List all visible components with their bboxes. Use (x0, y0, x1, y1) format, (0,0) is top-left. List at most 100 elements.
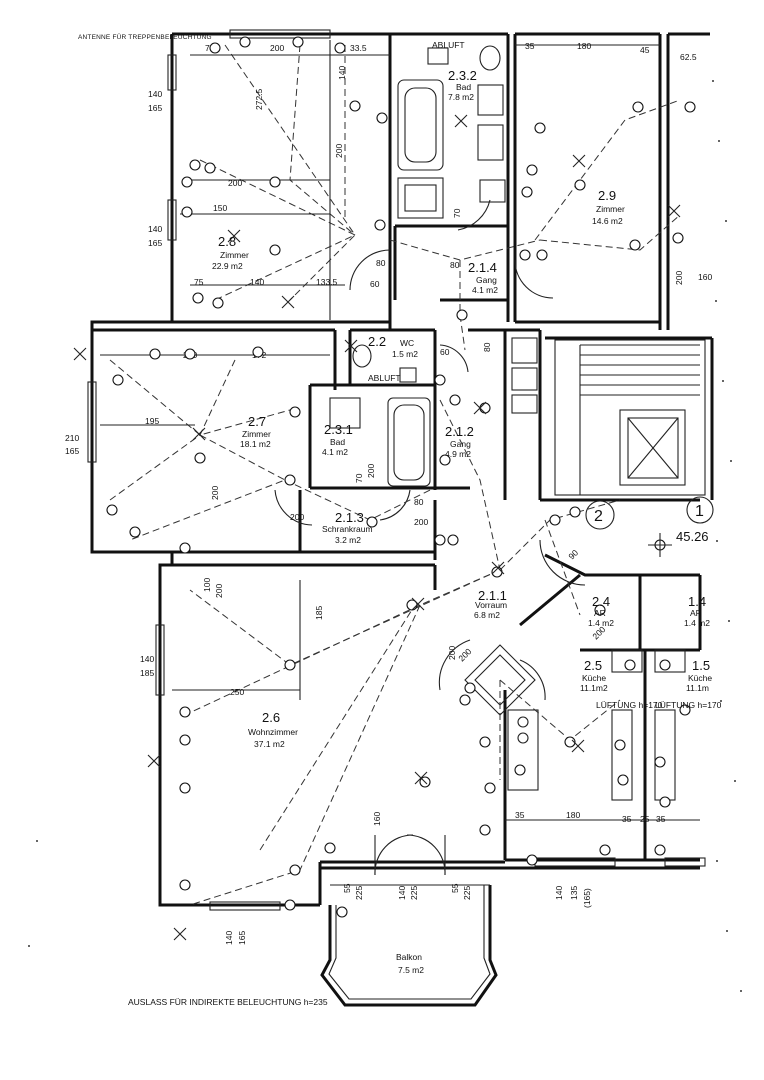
room-name: Küche (582, 673, 606, 683)
room-number: 2.9 (598, 188, 616, 203)
room-name: Wohnzimmer (248, 727, 298, 737)
dim-label: 55 (342, 883, 352, 893)
room-number: 2.6 (262, 710, 280, 725)
dim-label: 200 (366, 464, 376, 478)
room-area: 7.5 m2 (398, 965, 424, 975)
dim-label: 80 (414, 497, 424, 507)
dim-label: 100 (202, 578, 212, 592)
dim-label: 133.5 (316, 277, 338, 287)
dim-label: 60 (440, 347, 450, 357)
dim-label: 200 (270, 43, 284, 53)
dim-label: 80 (450, 260, 460, 270)
room-area: 1.4 m2 (588, 618, 614, 628)
room-name: Balkon (396, 952, 422, 962)
room-area: 7.8 m2 (448, 92, 474, 102)
room-number: 2.1.4 (468, 260, 497, 275)
dim-label: 70 (354, 473, 364, 483)
room-area: 11.1m (686, 683, 709, 693)
dim-label: (165) (582, 888, 592, 908)
dimension-lines (100, 40, 700, 886)
dim-label: 200 (447, 646, 457, 660)
dim-label: 60 (370, 279, 380, 289)
stair-markers: 2 1 45.26 (585, 496, 714, 557)
dim-label: 225 (462, 886, 472, 900)
room-name: Bad (330, 437, 345, 447)
room-area: 11.1m2 (580, 683, 608, 693)
room-name: AR (690, 608, 702, 618)
dim-label: 200 (228, 178, 242, 188)
dim-label: 90 (566, 547, 580, 561)
room-name: Küche (688, 673, 712, 683)
dim-label: 272.5 (254, 88, 264, 110)
dim-label: 200 (414, 517, 428, 527)
room-name: Gang (476, 275, 497, 285)
room-name: AR (594, 608, 606, 618)
doors (274, 199, 586, 876)
dim-label: 200 (214, 584, 224, 598)
dim-label: 165 (148, 103, 162, 113)
dim-label: 35 (656, 814, 666, 824)
room-name: WC (400, 338, 414, 348)
room-number: 2.3.2 (448, 68, 477, 83)
dim-label: 165 (148, 238, 162, 248)
header-note: ANTENNE FÜR TREPPENBELEUCHTUNG (78, 33, 212, 41)
room-area: 37.1 m2 (254, 739, 285, 749)
room-area: 18.1 m2 (240, 439, 271, 449)
footer-note: AUSLASS FÜR INDIREKTE BELEUCHTUNG h=235 (128, 997, 328, 1007)
dim-label: 150 (213, 203, 227, 213)
dim-label: 180 (566, 810, 580, 820)
dim-label: 140 (148, 89, 162, 99)
stair-marker-1: 1 (695, 503, 704, 520)
light-fixtures (73, 114, 681, 941)
dim-label: 140 (397, 886, 407, 900)
room-labels: 2.8 Zimmer 22.9 m2 2.3.2 Bad 7.8 m2 2.9 … (212, 68, 712, 975)
vent-label: ABLUFT (368, 373, 401, 383)
room-area: 1.4 m2 (684, 618, 710, 628)
dim-label: 160 (698, 272, 712, 282)
dim-label: 185 (140, 668, 154, 678)
dim-label: 200 (334, 144, 344, 158)
room-area: 4.9 m2 (445, 449, 471, 459)
dim-label: 200 (210, 486, 220, 500)
room-area: 4.1 m2 (322, 447, 348, 457)
scan-noise (28, 80, 742, 992)
dim-label: 25 (640, 814, 650, 824)
room-number: 2.1.1 (478, 588, 507, 603)
dim-label: 140 (337, 66, 347, 80)
dim-label: 210 (65, 433, 79, 443)
dim-label: 80 (482, 342, 492, 352)
sill-note: LÜFTUNG h=170 (655, 700, 722, 710)
walls (90, 32, 714, 1007)
vent-label: ABLUFT (432, 40, 465, 50)
dim-label: 250 (230, 687, 244, 697)
dim-label: 35 (622, 814, 632, 824)
room-name: Vorraum (475, 600, 507, 610)
dim-label: 140 (140, 654, 154, 664)
dim-label: 180 (577, 41, 591, 51)
room-area: 3.2 m2 (335, 535, 361, 545)
dim-label: 225 (409, 886, 419, 900)
dim-label: 195 (145, 416, 159, 426)
dim-label: 140 (148, 224, 162, 234)
room-number: 2.8 (218, 234, 236, 249)
room-area: 1.5 m2 (392, 349, 418, 359)
dim-label: 200 (674, 271, 684, 285)
room-number: 2.5 (584, 658, 602, 673)
room-number: 2.4 (592, 594, 610, 609)
dim-label: 200 (456, 646, 473, 663)
dim-label: 140 (250, 277, 264, 287)
room-area: 6.8 m2 (474, 610, 500, 620)
dim-label: 200 (290, 512, 304, 522)
dim-label: 80 (376, 258, 386, 268)
room-area: 4.1 m2 (472, 285, 498, 295)
room-number: 2.2 (368, 334, 386, 349)
room-area: 14.6 m2 (592, 216, 623, 226)
room-number: 1.5 (692, 658, 710, 673)
room-name: Bad (456, 82, 471, 92)
stair-marker-1-circle (686, 496, 714, 524)
dim-label: 70 (452, 208, 462, 218)
stair-marker-2: 2 (594, 508, 603, 525)
room-name: Schrankraum (322, 524, 373, 534)
room-number: 2.7 (248, 414, 266, 429)
room-name: Gang (450, 439, 471, 449)
